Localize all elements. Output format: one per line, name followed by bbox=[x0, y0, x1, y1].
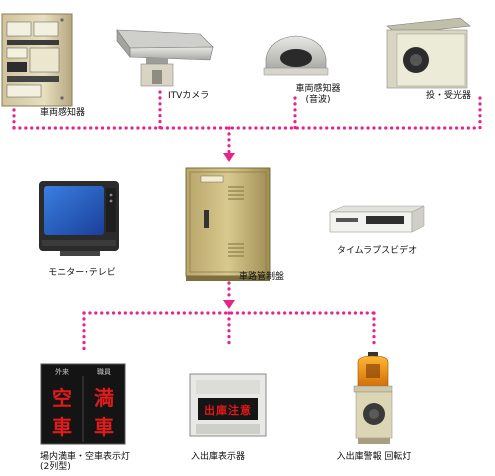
parking-sign-header-right: 職員 bbox=[97, 367, 111, 376]
parking-sign-device: 外来 職員 空 満 車 車 bbox=[40, 363, 126, 445]
timelapse-video-label: タイムラプスビデオ bbox=[336, 246, 418, 256]
connector-lines bbox=[12, 90, 482, 354]
vehicle-detector-device bbox=[1, 13, 73, 107]
parking-sign-char-3: 車 bbox=[52, 415, 72, 439]
itv-camera-label: ITVカメラ bbox=[168, 91, 210, 101]
control-panel-device bbox=[185, 167, 271, 281]
sonic-detector-label-line2: (音波) bbox=[305, 95, 331, 105]
sonic-detector-label: 車両感知器 (音波) bbox=[295, 84, 340, 106]
parking-sign-char-1: 空 bbox=[52, 386, 72, 410]
vehicle-detector-label: 車両感知器 bbox=[40, 108, 86, 118]
photo-sensor-device bbox=[386, 17, 471, 89]
parking-sign-label: 場内満車・空車表示灯 (2列型) bbox=[40, 452, 130, 472]
parking-sign-char-2: 満 bbox=[94, 386, 114, 410]
monitor-tv-label: モニター･テレビ bbox=[48, 268, 116, 278]
sonic-detector-label-line1: 車両感知器 bbox=[295, 84, 341, 94]
sonic-detector-device bbox=[263, 35, 329, 76]
arrow-from-panel bbox=[223, 300, 235, 309]
entrance-display-label: 入出庫表示器 bbox=[190, 452, 246, 462]
warning-light-label: 入出庫警報 回転灯 bbox=[336, 452, 412, 462]
itv-camera-device bbox=[116, 29, 214, 87]
timelapse-video-device bbox=[329, 205, 425, 233]
control-panel-label: 車路管制盤 bbox=[239, 272, 285, 282]
arrow-to-panel bbox=[223, 153, 235, 162]
entrance-display-device: 出庫注意 bbox=[189, 373, 267, 437]
monitor-tv-device bbox=[39, 181, 119, 256]
warning-light-device bbox=[353, 352, 393, 444]
parking-sign-label-line1: 場内満車・空車表示灯 bbox=[39, 452, 131, 462]
entrance-display-text: 出庫注意 bbox=[204, 403, 252, 417]
parking-sign-char-4: 車 bbox=[94, 415, 114, 439]
parking-sign-label-line2: (2列型) bbox=[39, 462, 71, 472]
photo-sensor-label: 投・受光器 bbox=[426, 91, 472, 101]
parking-sign-header-left: 外来 bbox=[55, 367, 69, 376]
